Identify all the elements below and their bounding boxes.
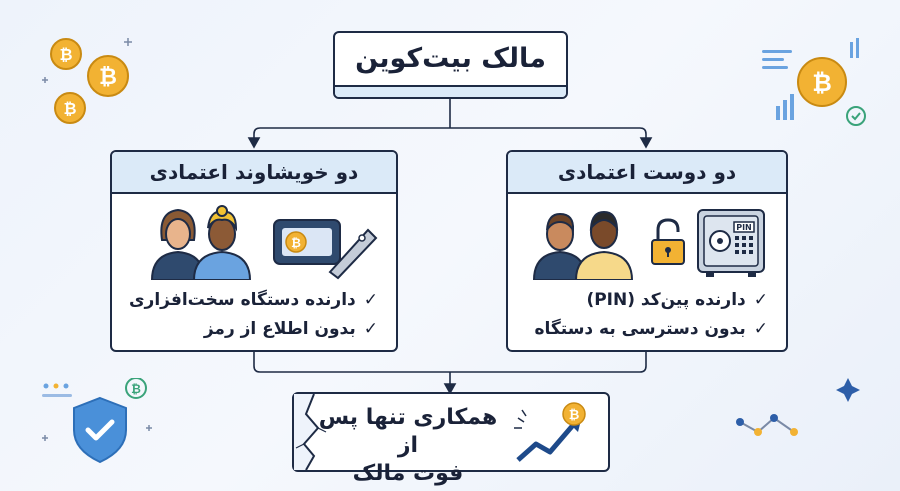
friends-title: دو دوست اعتمادی bbox=[508, 152, 786, 194]
svg-text:₿: ₿ bbox=[99, 65, 117, 90]
rising-bitcoin-arrow-icon: ₿ bbox=[514, 402, 586, 462]
bitcoin-coins-icon: ₿ ₿ ₿ bbox=[42, 38, 132, 124]
outcome-text: همکاری تنها پس از فوت مالک bbox=[318, 404, 498, 488]
friends-box: دو دوست اعتمادی PIN ✓دارنده پین‌کد (PIN) bbox=[506, 150, 788, 352]
check-icon: ✓ bbox=[753, 319, 768, 339]
two-people-icon bbox=[150, 205, 252, 280]
check-icon: ✓ bbox=[363, 319, 378, 339]
relatives-item-1: ✓دارنده دستگاه سخت‌افزاری bbox=[128, 290, 378, 310]
relatives-box: دو خویشاوند اعتمادی ₿ ✓دارنده دستگاه سخت… bbox=[110, 150, 398, 352]
pin-safe-icon: PIN bbox=[697, 209, 765, 277]
two-men-icon bbox=[532, 210, 634, 280]
svg-text:₿: ₿ bbox=[812, 69, 832, 97]
friends-item-1: ✓دارنده پین‌کد (PIN) bbox=[586, 290, 768, 310]
owner-accent-bar bbox=[335, 85, 566, 97]
safe-pin-label: PIN bbox=[736, 223, 752, 232]
bitcoin-symbol: ₿ bbox=[59, 45, 72, 64]
outcome-line-1: همکاری تنها پس از bbox=[318, 405, 498, 458]
check-icon: ✓ bbox=[363, 290, 378, 310]
owner-box: مالک بیت‌کوین bbox=[333, 31, 568, 99]
outcome-box: همکاری تنها پس از فوت مالک ₿ bbox=[292, 392, 610, 486]
svg-text:₿: ₿ bbox=[63, 99, 76, 118]
open-padlock-icon bbox=[651, 218, 685, 265]
svg-text:₿: ₿ bbox=[291, 236, 301, 250]
outcome-line-2: فوت مالک bbox=[352, 461, 464, 486]
shield-check-icon: ₿ bbox=[42, 378, 152, 464]
hardware-wallet-icon: ₿ bbox=[273, 219, 378, 280]
relatives-title: دو خویشاوند اعتمادی bbox=[112, 152, 396, 194]
friends-item-2: ✓بدون دسترسی به دستگاه bbox=[534, 319, 768, 339]
owner-title: مالک بیت‌کوین bbox=[355, 43, 546, 74]
network-nodes-icon bbox=[736, 378, 860, 436]
relatives-item-2: ✓بدون اطلاع از رمز bbox=[203, 319, 378, 339]
crack-icon bbox=[294, 393, 327, 471]
svg-text:₿: ₿ bbox=[131, 382, 141, 396]
check-icon: ✓ bbox=[753, 290, 768, 310]
svg-text:₿: ₿ bbox=[569, 408, 580, 423]
chart-coin-decoration-icon: ₿ bbox=[762, 38, 866, 126]
